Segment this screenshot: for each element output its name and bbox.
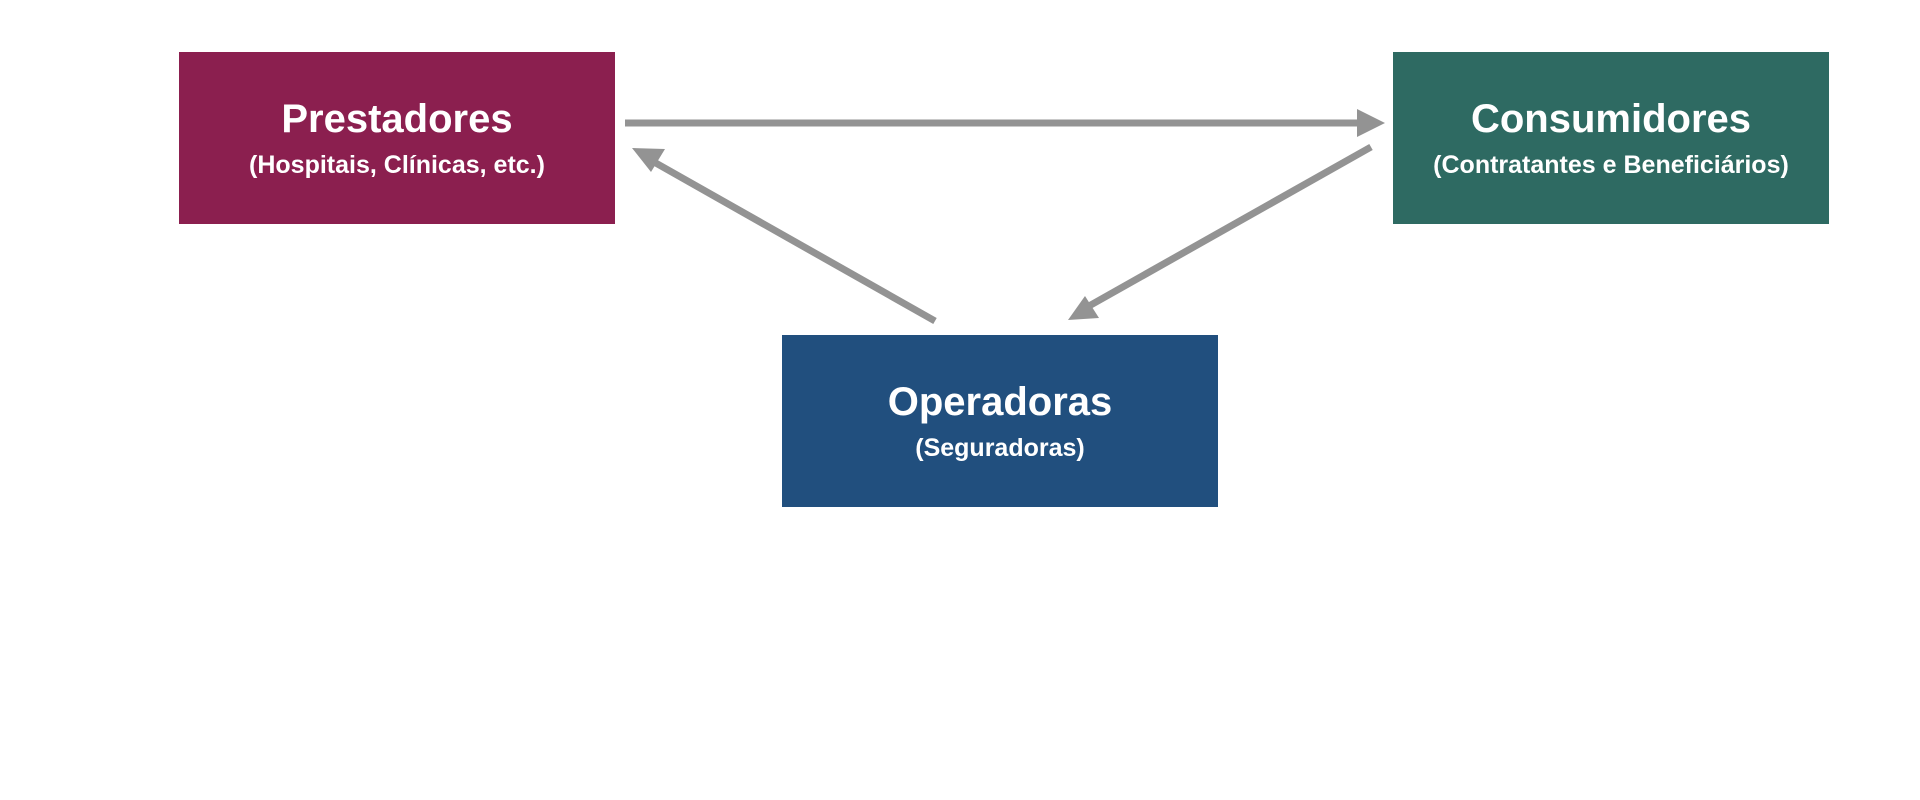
node-consumidores-title: Consumidores [1470, 97, 1752, 141]
node-operadoras-subtitle: (Seguradoras) [915, 434, 1085, 462]
arrowhead-prestadores-to-consumidores [1357, 109, 1385, 137]
node-operadoras-title: Operadoras [887, 380, 1113, 424]
arrowhead-operadoras-to-prestadores [632, 148, 665, 172]
arrowhead-consumidores-to-operadoras [1068, 296, 1099, 320]
arrow-consumidores-to-operadoras [1087, 143, 1373, 310]
node-prestadores-subtitle: (Hospitais, Clínicas, etc.) [249, 151, 545, 179]
node-consumidores-subtitle: (Contratantes e Beneficiários) [1433, 151, 1789, 179]
node-prestadores: Prestadores (Hospitais, Clínicas, etc.) [179, 52, 615, 224]
arrow-operadoras-to-prestadores [652, 158, 937, 325]
node-prestadores-title: Prestadores [281, 97, 513, 141]
node-operadoras: Operadoras (Seguradoras) [782, 335, 1218, 507]
node-consumidores: Consumidores (Contratantes e Beneficiári… [1393, 52, 1829, 224]
